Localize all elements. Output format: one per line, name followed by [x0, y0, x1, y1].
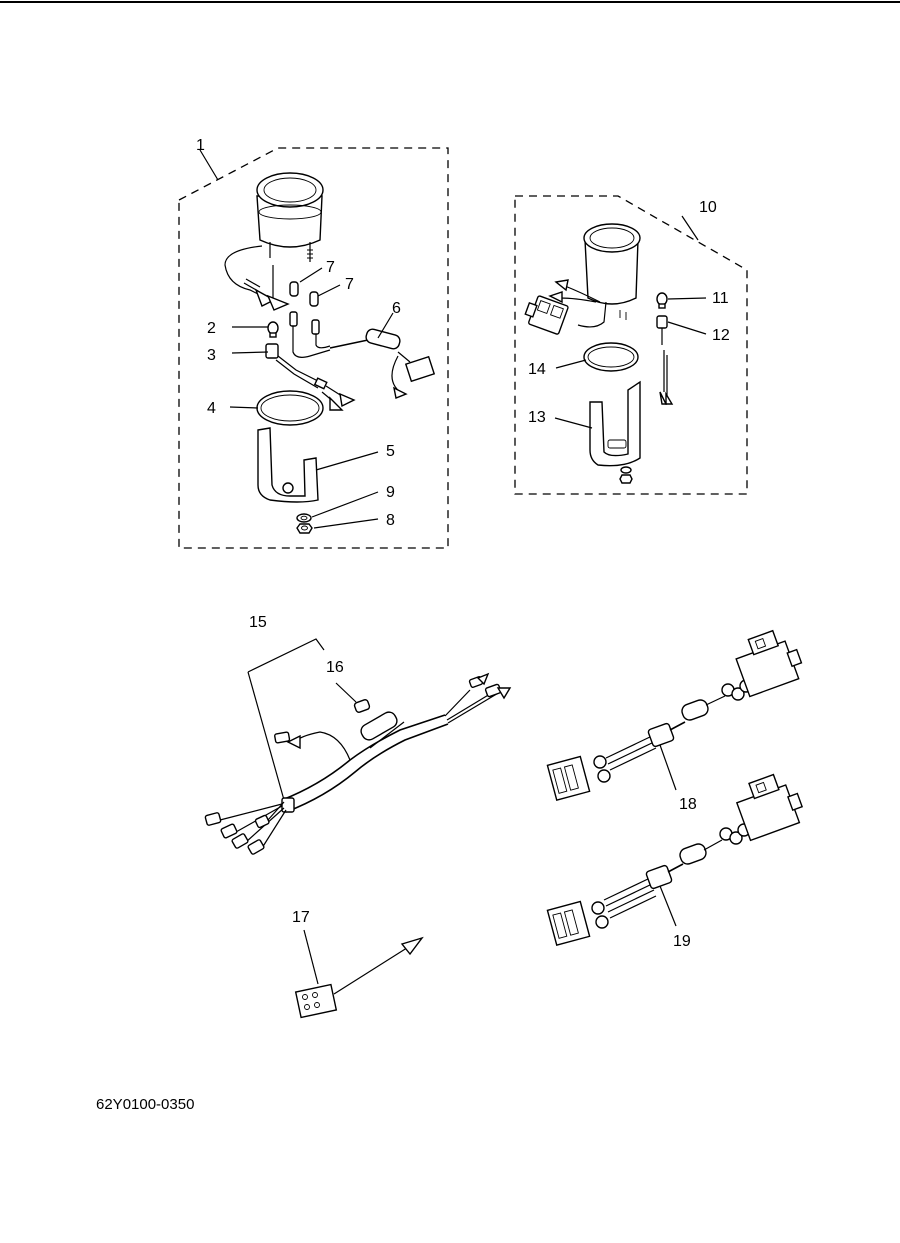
callout-16: 16 [326, 659, 344, 676]
assembly-group-1 [178, 147, 449, 549]
bulb-part-7b [309, 291, 319, 307]
assembly-group-10 [514, 195, 748, 495]
o-ring-4 [256, 390, 324, 426]
callout-6: 6 [392, 300, 401, 317]
washer-small-10 [620, 466, 632, 474]
nut-small-10 [619, 474, 633, 484]
bulb-part-2 [267, 321, 279, 338]
meter-gauge-1 [224, 172, 324, 311]
callout-4: 4 [207, 400, 216, 417]
o-ring-14 [583, 342, 639, 372]
callout-9: 9 [386, 484, 395, 501]
washer-9 [296, 513, 312, 523]
callout-8: 8 [386, 512, 395, 529]
group-10-dashed-outline [514, 195, 748, 495]
callout-3: 3 [207, 347, 216, 364]
bulb-part-11 [656, 292, 668, 309]
bracket-5 [257, 427, 319, 503]
callout-13: 13 [528, 409, 546, 426]
wire-harness-15 [204, 638, 512, 855]
callout-1: 1 [196, 137, 205, 154]
adaptor-harness-19 [546, 773, 804, 946]
bracket-13 [589, 380, 641, 467]
callout-19: 19 [673, 933, 691, 950]
callout-labels: 1 2 3 4 5 6 7 7 8 9 10 11 12 13 14 15 16… [196, 137, 730, 950]
terminal-cap-16 [335, 682, 371, 713]
drawing-code: 62Y0100-0350 [96, 1096, 194, 1113]
callout-11: 11 [712, 290, 729, 307]
callout-18: 18 [679, 796, 697, 813]
adaptor-harness-18 [546, 629, 803, 801]
callout-14: 14 [528, 361, 546, 378]
meter-gauge-10 [524, 223, 641, 335]
callout-2: 2 [207, 320, 216, 337]
callout-7a: 7 [326, 259, 335, 276]
callout-7b: 7 [345, 276, 354, 293]
group-1-dashed-outline [178, 147, 449, 549]
callout-17: 17 [292, 909, 310, 926]
socket-part-3 [265, 343, 356, 411]
connector-17 [294, 929, 424, 1019]
bulb-part-7a [289, 281, 299, 297]
socket-part-12 [656, 315, 674, 405]
callout-10: 10 [699, 199, 717, 216]
callout-12: 12 [712, 327, 730, 344]
callout-15: 15 [249, 614, 267, 631]
wire-harness-6 [289, 311, 436, 399]
nut-8 [296, 523, 313, 534]
callout-5: 5 [386, 443, 395, 460]
